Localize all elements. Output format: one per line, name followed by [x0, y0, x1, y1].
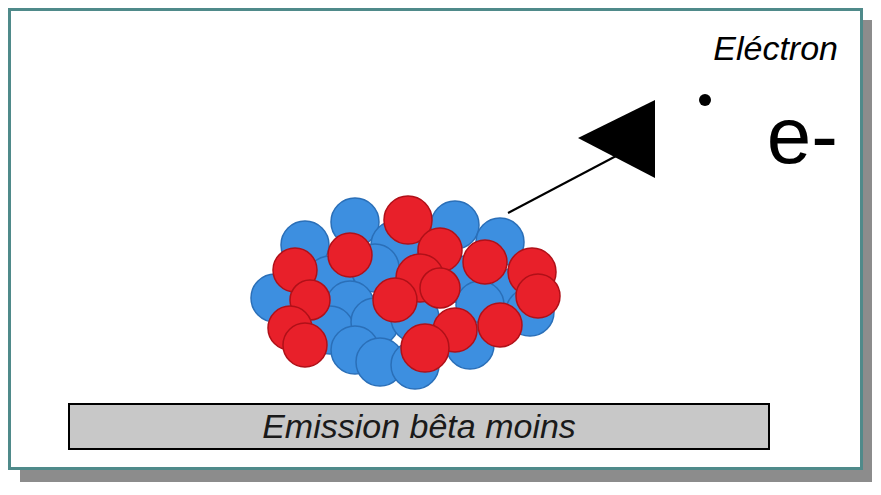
particle-symbol: e-	[767, 92, 838, 180]
particle-name: Eléctron	[713, 30, 838, 67]
caption-text: Emission bêta moins	[262, 407, 576, 446]
emission-arrow-line	[508, 155, 618, 213]
electron-dot	[699, 94, 711, 106]
emission-arrowhead	[578, 100, 655, 178]
caption-box: Emission bêta moins	[68, 403, 770, 450]
